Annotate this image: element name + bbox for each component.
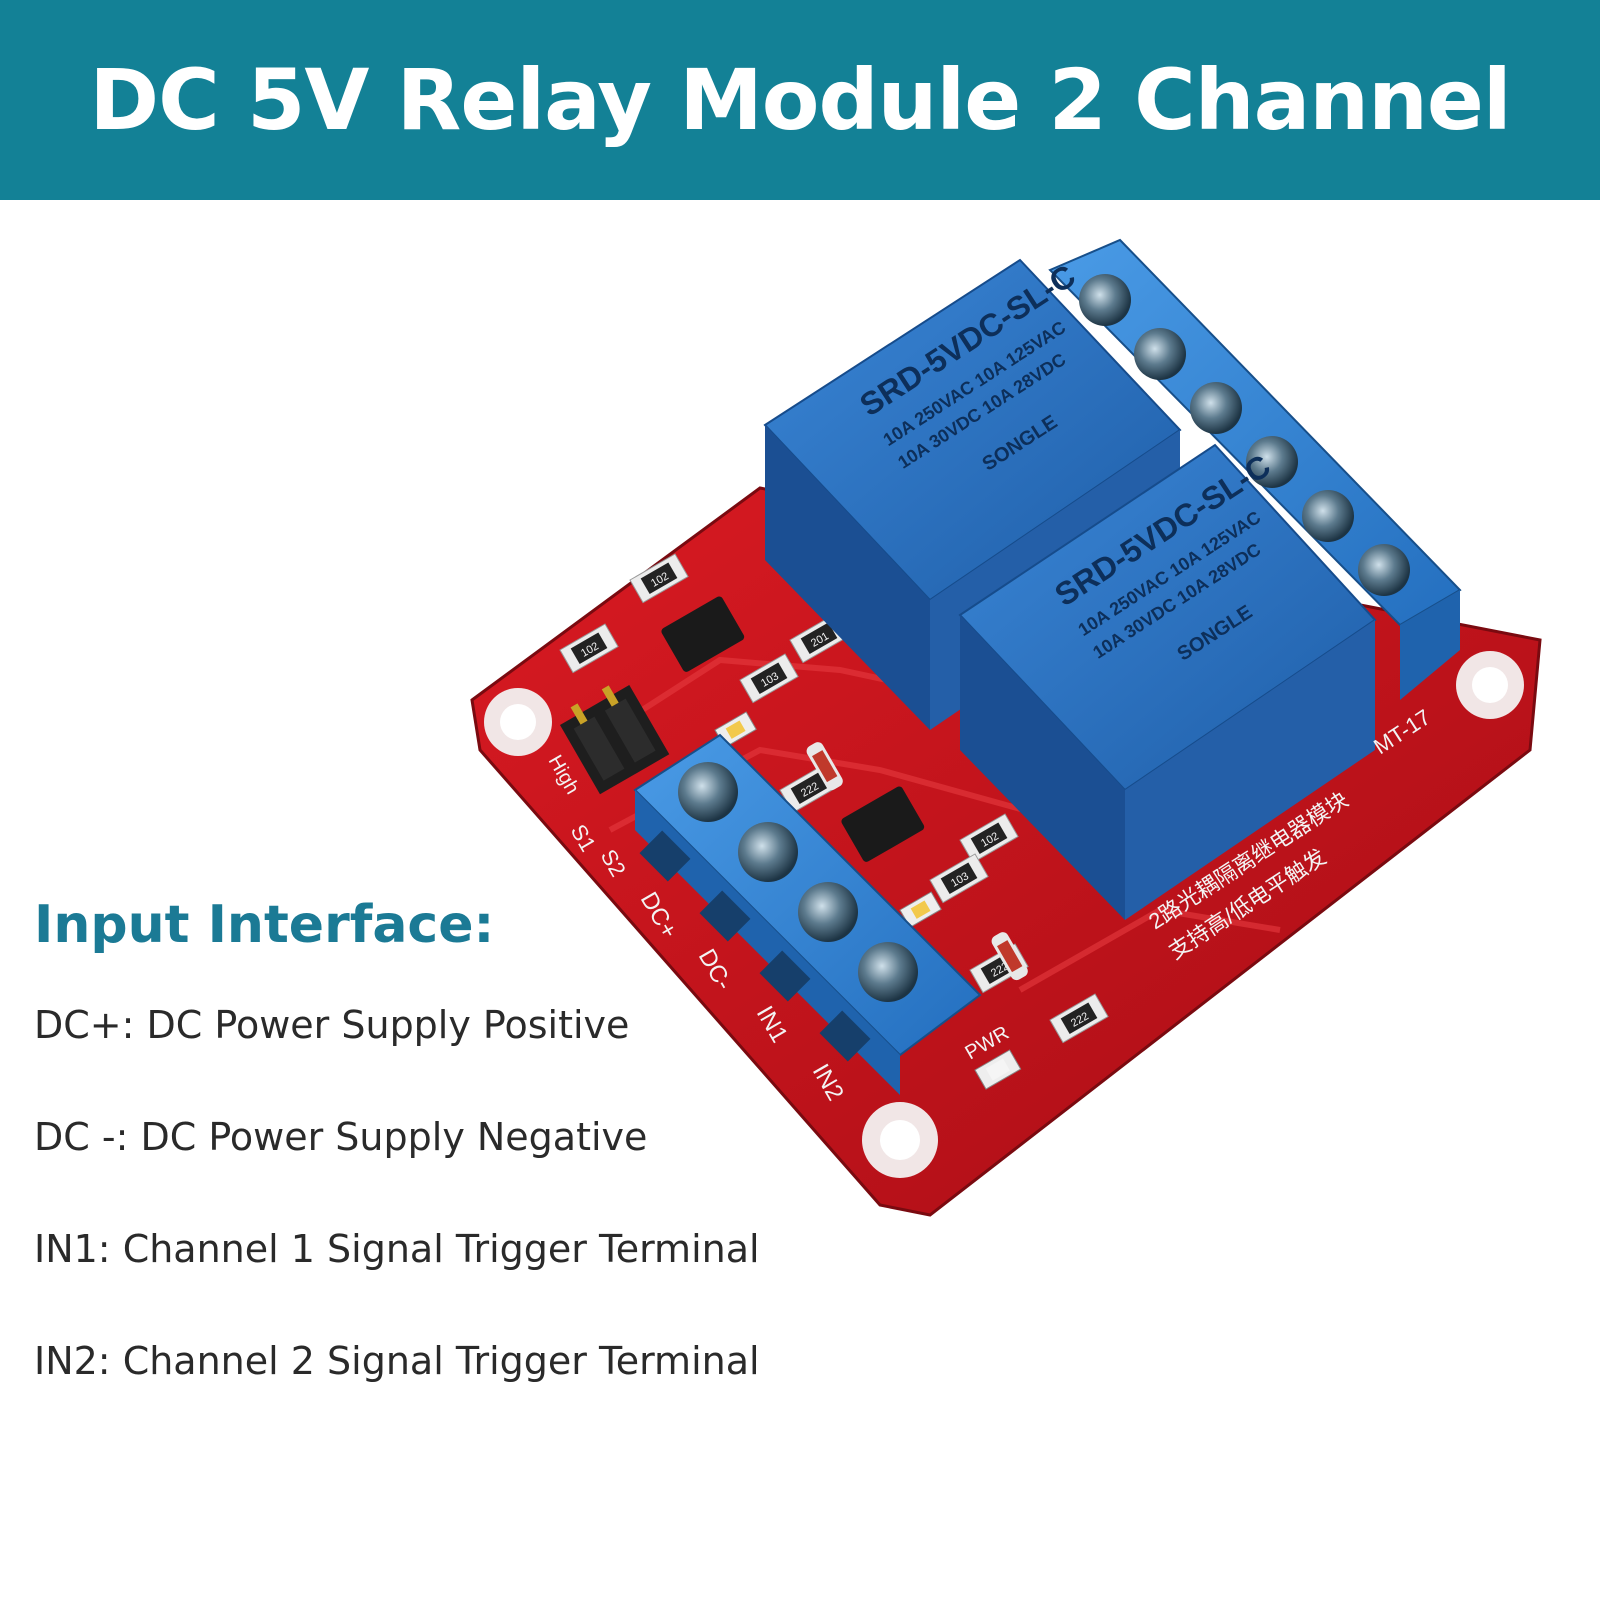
relay-module-photo: 102 102 103 201 222 [460,230,1570,1240]
pwr-led [974,1049,1022,1090]
led [714,711,757,749]
screw [1134,328,1186,380]
screw [1079,274,1131,326]
interface-item-dc-minus: DC -: DC Power Supply Negative [34,1115,648,1159]
screw [798,882,858,942]
diode [991,932,1028,981]
input-terminal-block: DC+ DC- IN1 IN2 [633,733,982,1105]
relay-2: SRD-5VDC-SL-C 10A 250VAC 10A 125VAC 10A … [958,443,1377,920]
screw [738,822,798,882]
interface-item-in1: IN1: Channel 1 Signal Trigger Terminal [34,1227,760,1271]
optocoupler [841,786,925,862]
screw [1302,490,1354,542]
input-interface-section: Input Interface: DC+: DC Power Supply Po… [34,895,934,1443]
screw [1190,382,1242,434]
screw [678,762,738,822]
relay-module-illustration: 102 102 103 201 222 [470,238,1542,1217]
output-terminal-block [1048,238,1462,700]
diode [806,742,843,791]
header-banner: DC 5V Relay Module 2 Channel [0,0,1600,200]
screw [1358,544,1410,596]
interface-item-dc-plus: DC+: DC Power Supply Positive [34,1003,630,1047]
input-interface-title: Input Interface: [34,895,495,955]
smd-components: 102 102 103 201 222 [559,553,1109,1090]
screw [1246,436,1298,488]
interface-item-in2: IN2: Channel 2 Signal Trigger Terminal [34,1339,760,1383]
optocoupler [661,596,745,672]
screw [858,942,918,1002]
banner-title: DC 5V Relay Module 2 Channel [89,51,1511,149]
